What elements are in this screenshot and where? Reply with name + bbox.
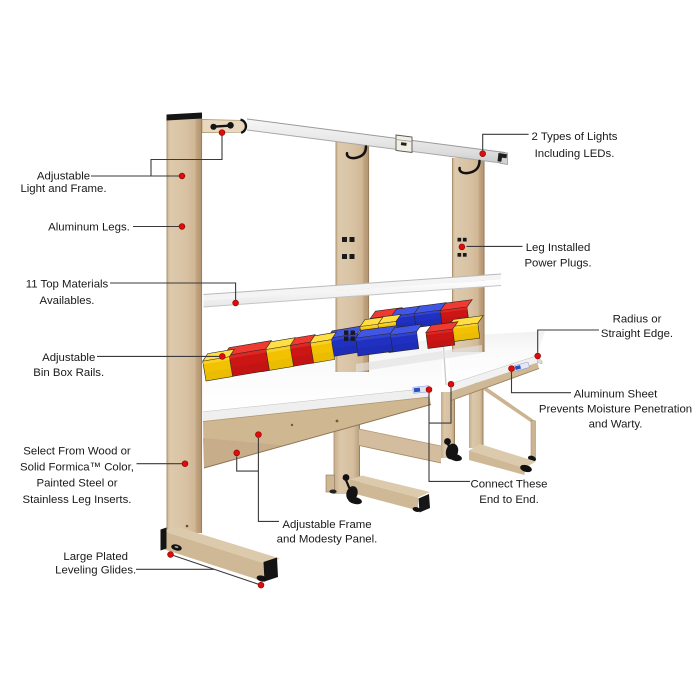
svg-text:Aluminum Legs.: Aluminum Legs. xyxy=(48,222,130,234)
